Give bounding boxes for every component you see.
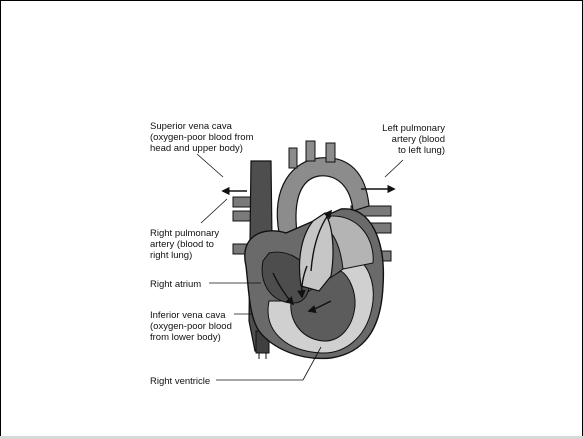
heart-body [245, 209, 384, 359]
